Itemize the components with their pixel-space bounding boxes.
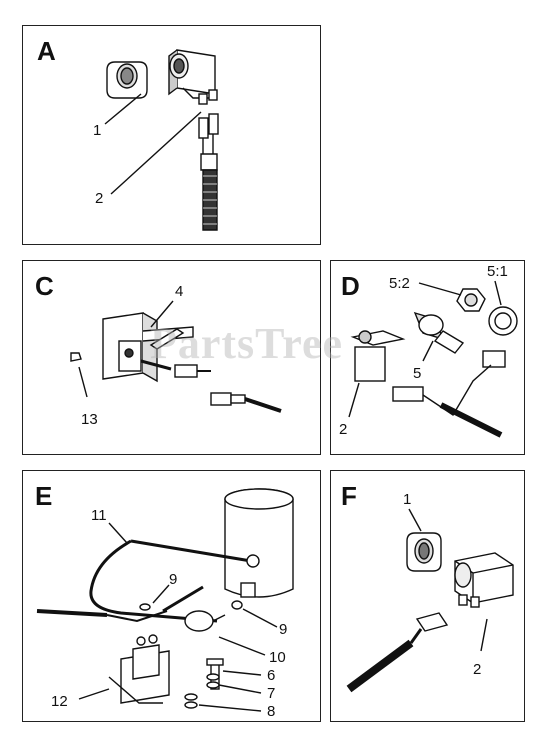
panel-f-drawing [346, 508, 514, 693]
panel-c: C 4 13 [22, 260, 321, 455]
panel-letter: E [35, 481, 53, 511]
callout-label: 9 [279, 621, 288, 638]
callout-label: 4 [175, 283, 184, 300]
panel-letter: A [37, 36, 56, 66]
panel-f: F 1 2 [330, 470, 525, 722]
callout-label: 7 [267, 685, 276, 702]
callout-label: 12 [51, 693, 68, 710]
watermark: PartsTree [150, 319, 344, 368]
callout-label: 10 [269, 649, 286, 666]
panel-letter: D [341, 271, 360, 301]
callout-label: 2 [95, 190, 104, 207]
callout-label: 9 [169, 571, 178, 588]
callout-label: 11 [91, 507, 107, 524]
callout-label: 6 [267, 667, 276, 684]
panel-e-drawing [36, 488, 294, 712]
callout-label: 2 [339, 421, 348, 438]
callout-label: 8 [267, 703, 276, 720]
panel-letter: C [35, 271, 54, 301]
callout-label: 13 [81, 411, 98, 428]
panel-a-drawing [104, 49, 219, 231]
callout-label: 1 [403, 491, 412, 508]
callout-label: 5 [413, 365, 422, 382]
panel-a: A 1 2 [22, 25, 321, 245]
panel-c-drawing [70, 300, 282, 413]
callout-label: 1 [93, 122, 102, 139]
panel-e: E [22, 470, 321, 722]
callout-label: 5:2 [389, 275, 410, 292]
panel-letter: F [341, 481, 357, 511]
panel-d: D 5:2 5:1 [330, 260, 525, 455]
panel-d-drawing [348, 280, 518, 438]
callout-label: 2 [473, 661, 482, 678]
callout-label: 5:1 [487, 263, 508, 280]
